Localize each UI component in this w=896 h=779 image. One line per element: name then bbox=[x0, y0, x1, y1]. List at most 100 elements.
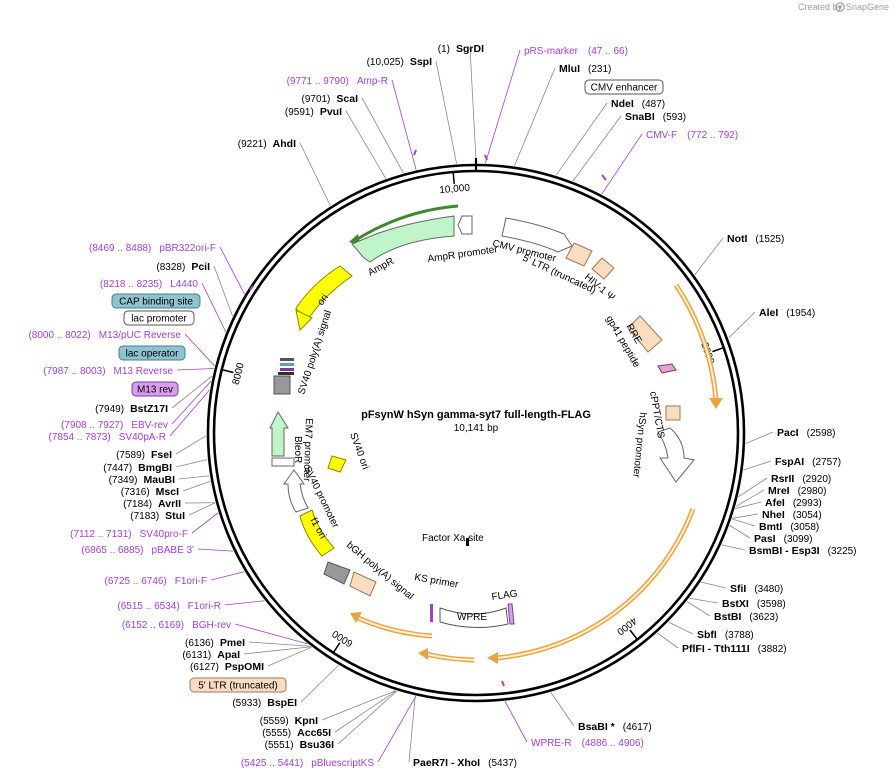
restriction-site: NotI(1525) bbox=[727, 233, 784, 245]
primer-name: pBR322ori-F bbox=[159, 243, 216, 254]
site-position: (2980) bbox=[798, 486, 827, 497]
leader-line bbox=[197, 548, 234, 552]
cds-arc-2-head bbox=[487, 652, 498, 664]
site-position: (7949) bbox=[95, 404, 124, 415]
site-position: (5555) bbox=[262, 728, 291, 739]
site-position: (5933) bbox=[232, 698, 261, 709]
site-name: Bsu36I bbox=[300, 739, 335, 751]
boxed-label-text: M13 rev bbox=[137, 385, 173, 396]
leader-line bbox=[188, 502, 216, 516]
site-position: (10,025) bbox=[367, 57, 404, 68]
ring-tick-mark bbox=[452, 171, 455, 185]
site-position: (3788) bbox=[725, 630, 754, 641]
primer: EBV-rev(7908 .. 7927) bbox=[61, 420, 168, 431]
restriction-site: PacI(2598) bbox=[777, 427, 836, 439]
restriction-site: NheI(3054) bbox=[762, 509, 822, 521]
leader-line bbox=[175, 459, 208, 468]
primer-name: F1ori-R bbox=[188, 601, 221, 612]
site-name: AleI bbox=[759, 307, 778, 319]
site-position: (2993) bbox=[793, 498, 822, 509]
site-name: ApaI bbox=[217, 649, 240, 661]
feature-label-ori: ori bbox=[315, 292, 330, 307]
feature-bleor bbox=[269, 410, 289, 457]
leader-line bbox=[334, 690, 397, 733]
restriction-site: BstBI (3623) bbox=[714, 611, 778, 623]
site-position: (5551) bbox=[265, 740, 294, 751]
leader-line bbox=[377, 696, 417, 763]
primer-labels: pRS-marker(47 .. 66)Amp-R(9771 .. 9790)C… bbox=[28, 46, 738, 769]
leader-line bbox=[745, 431, 774, 444]
site-position: (487) bbox=[642, 99, 665, 110]
feature-ks-primer bbox=[430, 604, 433, 622]
leader-line bbox=[267, 646, 312, 667]
leader-line bbox=[514, 67, 556, 166]
primer-position: (772 .. 792) bbox=[687, 130, 738, 141]
site-name: BsmBI - Esp3I bbox=[749, 545, 820, 557]
primer: pBluescriptKS (5425 .. 5441) bbox=[241, 758, 374, 769]
feature-label-factor-xa: Factor Xa site bbox=[422, 533, 484, 544]
feature-label-sv40-ori: SV40 ori bbox=[347, 431, 370, 471]
restriction-site: BmtI(3058) bbox=[759, 521, 819, 533]
site-position: (2920) bbox=[802, 474, 831, 485]
boxed-label: CMV enhancer bbox=[584, 79, 664, 95]
feature-label-wpre: WPRE bbox=[457, 612, 487, 623]
leader-line bbox=[337, 690, 398, 745]
site-name: AvrII bbox=[158, 498, 181, 510]
site-position: (231) bbox=[588, 64, 611, 75]
ring-tick-label: 4000 bbox=[614, 614, 639, 637]
primer: Amp-R(9771 .. 9790) bbox=[287, 76, 388, 87]
boxed-label: 5' LTR (truncated) bbox=[189, 677, 287, 693]
site-position: (2757) bbox=[812, 457, 841, 468]
leader-lines bbox=[169, 47, 774, 763]
leader-line bbox=[169, 389, 210, 437]
feature-cmv-promoter bbox=[501, 217, 573, 253]
feature-flag bbox=[507, 603, 515, 625]
cds-arc-4-head bbox=[418, 648, 428, 660]
primer-position: (6725 .. 6746) bbox=[105, 576, 167, 587]
primer-name: pBluescriptKS bbox=[311, 758, 374, 769]
primer-position: (6152 .. 6169) bbox=[122, 620, 184, 631]
watermark-brand: SnapGene bbox=[846, 2, 889, 12]
site-position: (3099) bbox=[784, 534, 813, 545]
leader-line bbox=[171, 380, 212, 425]
leader-line bbox=[729, 525, 751, 539]
site-name: PflFI - Tth111I bbox=[682, 643, 750, 655]
site-position: (3225) bbox=[828, 546, 857, 557]
restriction-sites: (1)SgrDISspI(10,025)MluI(231)ScaI(9701)P… bbox=[95, 43, 856, 769]
site-position: (7349) bbox=[109, 475, 138, 486]
leader-line bbox=[735, 501, 762, 509]
feature-sv40-polya bbox=[273, 375, 291, 395]
leader-line bbox=[201, 282, 227, 332]
leader-line bbox=[435, 60, 458, 164]
boxed-label: lac promoter bbox=[123, 310, 195, 326]
leader-line bbox=[345, 110, 387, 179]
leader-line bbox=[219, 246, 245, 295]
leader-line bbox=[689, 597, 719, 604]
feature-label-cppt: cPPT/CTS bbox=[647, 391, 666, 440]
boxed-label: CAP binding site bbox=[111, 293, 201, 309]
primer-name: M13 Reverse bbox=[114, 366, 174, 377]
restriction-site: NdeI(487) bbox=[611, 98, 665, 110]
primer-position: (5425 .. 5441) bbox=[241, 758, 303, 769]
leader-line bbox=[175, 435, 207, 455]
ring-tick-mark bbox=[629, 629, 638, 640]
feature-sv40-ori bbox=[327, 455, 347, 473]
site-position: (3623) bbox=[749, 612, 778, 623]
leader-line bbox=[300, 665, 339, 703]
primer-name: BGH-rev bbox=[192, 620, 231, 631]
leader-line bbox=[728, 311, 756, 339]
restriction-site: SnaBI(593) bbox=[625, 111, 686, 123]
site-name: PvuI bbox=[320, 106, 342, 118]
feature-glyphs bbox=[249, 149, 695, 687]
feature-wpre bbox=[439, 607, 509, 629]
feature-5ltr-b bbox=[349, 571, 377, 597]
restriction-site: AvrII(7184) bbox=[123, 498, 181, 510]
site-name: BstBI bbox=[714, 611, 742, 623]
primer: WPRE-R(4886 .. 4906) bbox=[531, 738, 644, 749]
primer: SV40pro-F(7112 .. 7131) bbox=[70, 529, 188, 540]
restriction-site: BsaBI *(4617) bbox=[578, 721, 652, 733]
leader-line bbox=[213, 265, 233, 317]
primer-position: (7112 .. 7131) bbox=[70, 529, 132, 540]
feature-bgh-polya bbox=[323, 561, 351, 585]
primer-name: EBV-rev bbox=[131, 420, 168, 431]
